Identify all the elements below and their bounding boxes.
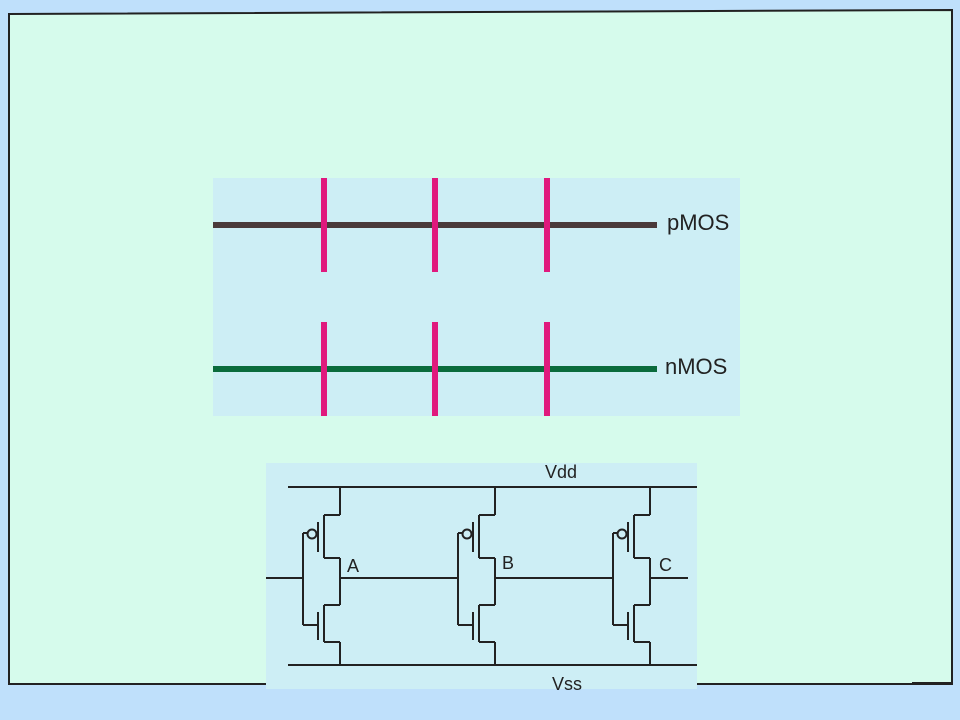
node-label-a: A: [347, 556, 359, 576]
pmos-bubble-1: [306, 528, 318, 540]
node-label-c: C: [659, 555, 672, 575]
schematic-diagram: Vdd Vss A B C: [266, 462, 697, 694]
nmos-label: nMOS: [665, 354, 727, 379]
schematic-panel: [266, 463, 697, 689]
pmos-bubble-3: [616, 528, 628, 540]
pmos-label: pMOS: [667, 210, 729, 235]
inverter-chain: [266, 487, 688, 665]
layout-panel: [213, 178, 740, 416]
vdd-label: Vdd: [545, 462, 577, 482]
layout-diagram: pMOS nMOS: [213, 178, 740, 416]
bottom-band: [0, 685, 960, 720]
node-label-b: B: [502, 553, 514, 573]
pmos-bubble-2: [461, 528, 473, 540]
vss-label: Vss: [552, 674, 582, 694]
